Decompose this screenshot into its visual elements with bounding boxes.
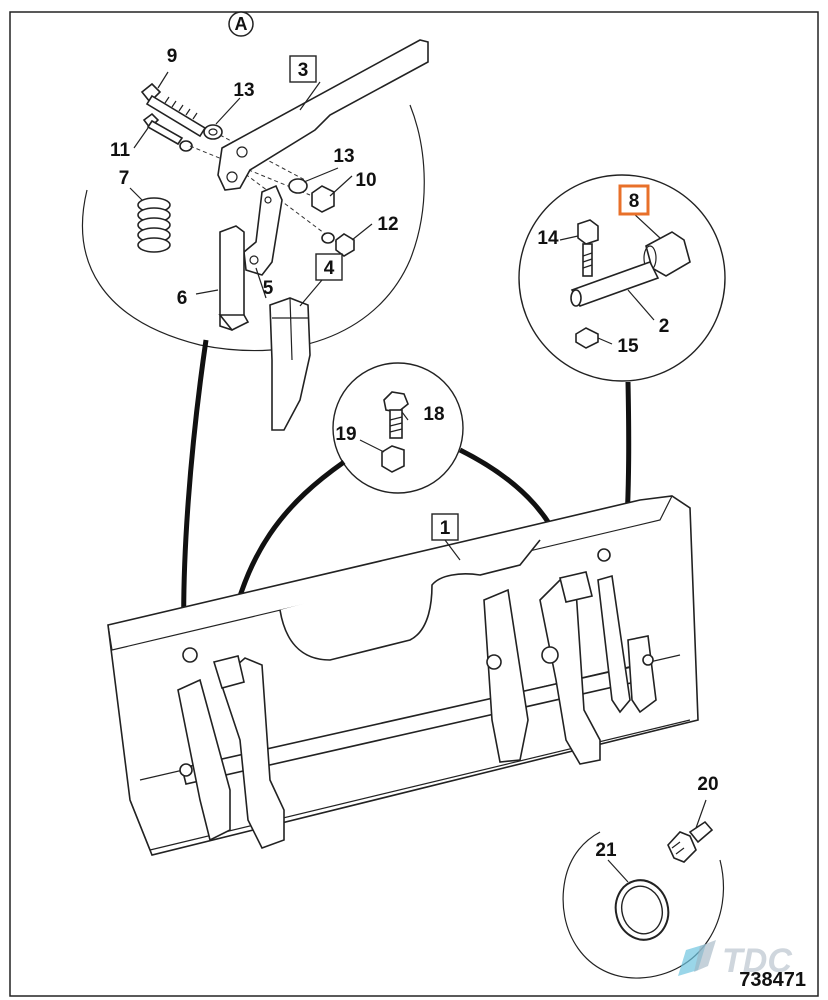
bolt-11: [142, 112, 184, 146]
nut-10: [311, 185, 335, 213]
bolt-9: [140, 82, 207, 138]
part-label-3[interactable]: 3: [298, 60, 309, 81]
bucket-1: [107, 495, 699, 856]
watermark-logo: TDC: [678, 940, 792, 980]
part-label-2[interactable]: 2: [659, 316, 670, 337]
part-label-10[interactable]: 10: [355, 170, 376, 191]
detail-bolt-group: [332, 362, 464, 494]
diagram-border: [9, 11, 819, 997]
part-label-19[interactable]: 15: [617, 336, 639, 357]
nut-19: [575, 327, 599, 349]
detail-a-group: A: [81, 11, 429, 431]
part-labels: 9 13 3 11 7 13 10 12 6 5 4 8 14 2 15 18 …: [110, 46, 719, 861]
seal-ring-15: [614, 879, 670, 941]
logo-text: TDC: [722, 942, 792, 980]
arm-3: [217, 39, 429, 191]
part-label-13-lower[interactable]: 13: [333, 146, 354, 167]
part-box-4: [315, 253, 343, 281]
part-label-5[interactable]: 5: [263, 278, 274, 299]
reference-a-circle: [228, 11, 254, 37]
nut-12: [335, 233, 355, 257]
part-label-11[interactable]: 11: [110, 140, 131, 161]
drawing-number: 738471: [739, 969, 806, 991]
detail-bolt-outline: [332, 362, 464, 494]
detail-pin-group: [518, 174, 726, 382]
tooth-4: [269, 297, 311, 431]
part-label-20[interactable]: 18: [423, 404, 444, 425]
part-label-6[interactable]: 6: [177, 288, 188, 309]
detail-a-outline: [81, 104, 425, 352]
detail-seal-group: [562, 820, 725, 979]
part-label-18[interactable]: 14: [537, 228, 559, 249]
detail-seal-outline: [562, 831, 725, 979]
part-label-4[interactable]: 4: [324, 258, 335, 279]
bolt-18: [577, 219, 599, 277]
reference-a-label: A: [235, 14, 248, 34]
part-box-3: [289, 55, 317, 83]
washer-13-lower: [288, 178, 308, 194]
bolt-20: [383, 391, 409, 413]
leader-lines: [129, 71, 707, 883]
part-label-8[interactable]: 8: [629, 191, 640, 212]
washer-11: [179, 140, 193, 152]
part-label-13-upper[interactable]: 13: [233, 80, 254, 101]
part-label-21[interactable]: 19: [335, 424, 356, 445]
detail-pin-outline: [518, 174, 726, 382]
part-label-7[interactable]: 7: [119, 168, 130, 189]
link-5: [243, 184, 283, 276]
part-label-9[interactable]: 9: [167, 46, 178, 67]
part-label-12[interactable]: 12: [377, 214, 398, 235]
part-box-8-highlighted: [618, 184, 650, 216]
part-label-1[interactable]: 1: [440, 518, 451, 539]
part-box-1: [431, 513, 459, 541]
part-label-15[interactable]: 21: [595, 840, 617, 861]
spring-7: [137, 197, 171, 253]
nut-21: [381, 445, 405, 473]
part-label-14[interactable]: 20: [697, 774, 718, 795]
washer-13-upper: [203, 124, 223, 140]
grease-nipple-14: [667, 820, 714, 863]
